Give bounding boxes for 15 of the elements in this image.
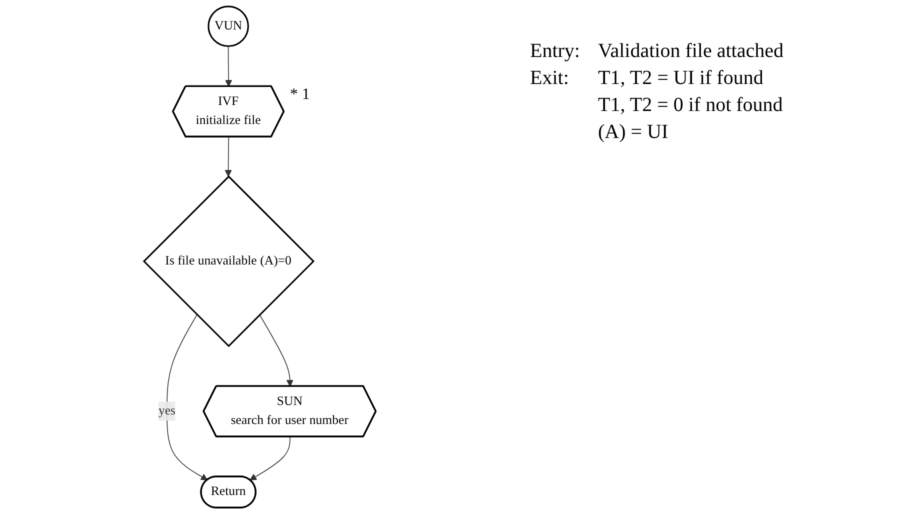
arrow: [250, 436, 291, 480]
node-circle: VUN: [208, 6, 250, 47]
node-diamond: Is file unavailable (A)=0: [142, 175, 315, 348]
arrow: [224, 136, 232, 177]
edge-label: yes: [158, 404, 176, 418]
note-text: T1, T2 = 0 if not found: [598, 94, 784, 117]
arrow: [259, 314, 294, 387]
note-text: Validation file attached: [598, 40, 784, 63]
arrow: [166, 314, 208, 480]
note-text: (A) = UI: [598, 121, 670, 144]
note-text: Entry:: [530, 40, 580, 63]
footnote-mark: * 1: [290, 86, 310, 104]
note-text: T1, T2 = UI if found: [598, 67, 764, 90]
arrow: [225, 46, 232, 87]
note-text: Exit:: [530, 67, 570, 90]
